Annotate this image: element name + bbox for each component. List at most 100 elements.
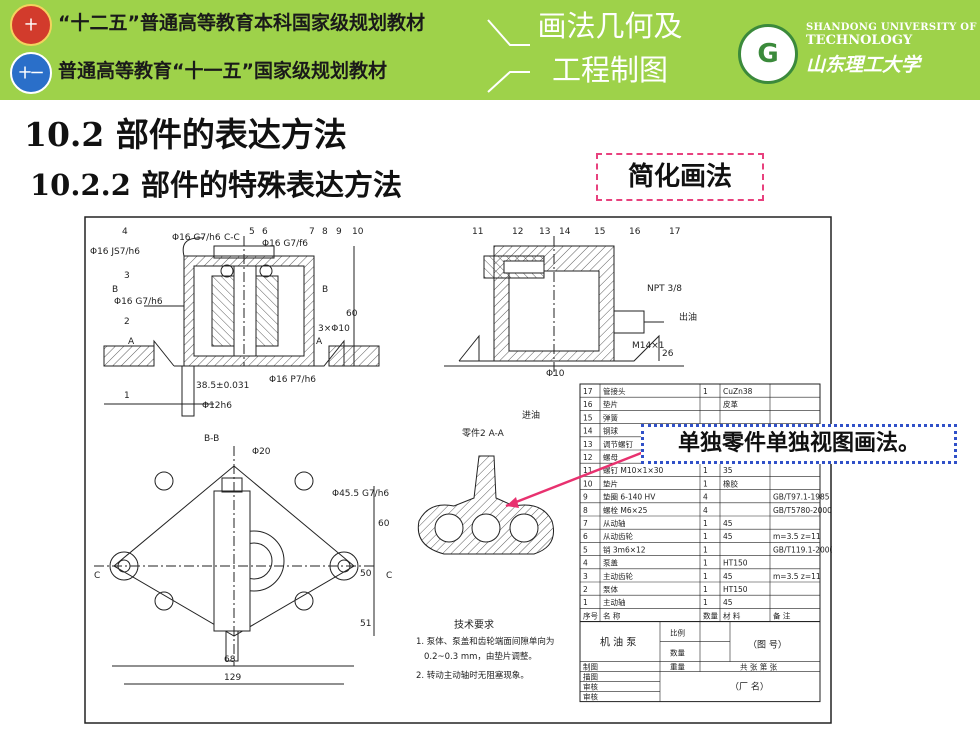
- bom-cell-mat: 45: [723, 572, 733, 581]
- svg-text:13: 13: [539, 227, 550, 237]
- svg-text:50: 50: [360, 569, 372, 579]
- title-block-drawn: 制图: [583, 662, 598, 672]
- bom-cell-note: GB/T5780-2000: [773, 506, 832, 515]
- svg-text:12: 12: [512, 227, 523, 237]
- svg-text:1. 泵体、泵盖和齿轮端面间隙单向为: 1. 泵体、泵盖和齿轮端面间隙单向为: [416, 636, 554, 647]
- bom-cell-qty: 1: [703, 559, 708, 568]
- svg-text:C: C: [94, 571, 100, 581]
- title-block-describe: 描图: [583, 672, 598, 682]
- bom-cell-no: 16: [583, 400, 593, 409]
- bom-cell-qty: 4: [703, 493, 708, 502]
- bom-cell-no: 6: [583, 532, 588, 541]
- view-bb: [94, 446, 375, 685]
- title-block-factory: （厂 名）: [730, 681, 769, 693]
- svg-text:Φ20: Φ20: [252, 447, 271, 457]
- bom-cell-qty: 1: [703, 387, 708, 396]
- svg-text:Φ12h6: Φ12h6: [202, 401, 232, 411]
- bom-cell-no: 9: [583, 493, 588, 502]
- svg-text:16: 16: [629, 227, 641, 237]
- bom-cell-name: 调节螺钉: [603, 439, 633, 449]
- svg-text:38.5±0.031: 38.5±0.031: [196, 381, 249, 391]
- svg-text:14: 14: [559, 227, 571, 237]
- university-name: SHANDONG UNIVERSITY OF TECHNOLOGY 山东理工大学: [806, 22, 977, 77]
- bom-cell-no: 10: [583, 479, 593, 488]
- title-block-count: 数量: [670, 648, 685, 658]
- page-subtitle: 10.2.2 部件的特殊表达方法: [30, 168, 403, 202]
- book-title-line-2: 工程制图: [551, 53, 668, 87]
- bom-cell-mat: 橡胶: [723, 478, 738, 488]
- bom-cell-name: 垫片: [603, 478, 618, 488]
- bom-cell-mat: 35: [723, 466, 733, 475]
- technical-requirements: 技术要求 1. 泵体、泵盖和齿轮端面间隙单向为 0.2~0.3 mm，由垫片调整…: [416, 618, 554, 681]
- bom-cell-qty: 1: [703, 598, 708, 607]
- bom-cell-name: 钢球: [603, 426, 618, 436]
- svg-text:Φ16 P7/h6: Φ16 P7/h6: [269, 375, 316, 385]
- view-bb-labels: B-B Φ20 Φ45.5 G7/h6 C C 60 50 51 68 129: [94, 434, 392, 683]
- svg-text:60: 60: [378, 519, 390, 529]
- svg-text:3×Φ10: 3×Φ10: [318, 324, 350, 334]
- bom-cell-note: m=3.5 z=11: [773, 572, 821, 581]
- bom-cell-name: 螺母: [603, 452, 618, 462]
- bom-cell-note: m=3.5 z=11: [773, 532, 821, 541]
- front-view-labels: 4 Φ16 G7/h6 C-C 5 6 Φ16 G7/f6 7 8 9 10 Φ…: [90, 227, 364, 411]
- svg-text:技术要求: 技术要求: [454, 618, 494, 631]
- simplified-method-label: 简化画法: [596, 153, 764, 201]
- bom-cell-name: 垫片: [603, 399, 618, 409]
- bom-cell-name: 弹簧: [603, 412, 618, 422]
- svg-text:NPT 3/8: NPT 3/8: [647, 284, 682, 294]
- svg-text:8: 8: [322, 227, 328, 237]
- svg-text:3: 3: [124, 271, 130, 281]
- book-title: 画法几何及 工程制图: [520, 4, 700, 92]
- bom-cell-mat: 材 料: [723, 610, 741, 620]
- header-divider: [487, 19, 530, 93]
- svg-text:A: A: [128, 337, 135, 347]
- bom-cell-name: 从动齿轮: [603, 531, 633, 541]
- title-block-drawing_no: （图 号）: [748, 640, 787, 651]
- svg-text:Φ45.5 G7/h6: Φ45.5 G7/h6: [332, 489, 389, 499]
- title-block-review: 审核: [583, 692, 598, 702]
- svg-text:0.2~0.3 mm，由垫片调整。: 0.2~0.3 mm，由垫片调整。: [424, 651, 537, 662]
- svg-text:1: 1: [124, 391, 130, 401]
- bom-cell-name: 泵盖: [603, 558, 618, 568]
- bom-cell-qty: 1: [703, 545, 708, 554]
- bom-cell-no: 3: [583, 572, 588, 581]
- university-name-en-2: TECHNOLOGY: [806, 33, 913, 48]
- title-block-weight: 重量: [670, 663, 685, 672]
- bom-cell-mat: 45: [723, 532, 733, 541]
- header-line-2: 普通高等教育“十一五”国家级规划教材: [58, 60, 387, 82]
- annotation-arrowhead-icon: [506, 497, 519, 508]
- textbook-badge-icon: 十: [10, 4, 52, 46]
- bom-cell-qty: 4: [703, 506, 708, 515]
- title-block-name: 机 油 泵: [600, 636, 636, 649]
- svg-text:进油: 进油: [522, 409, 540, 421]
- svg-text:C: C: [386, 571, 392, 581]
- svg-text:10: 10: [352, 227, 364, 237]
- svg-text:2: 2: [124, 317, 130, 327]
- bom-cell-name: 主动轴: [603, 597, 626, 607]
- svg-text:M14×1: M14×1: [632, 341, 664, 351]
- annotation-callout: 单独零件单独视图画法。: [641, 424, 957, 464]
- bom-cell-no: 2: [583, 585, 588, 594]
- bom-cell-note: GB/T119.1-2000: [773, 545, 832, 554]
- title-block-scale: 比例: [670, 628, 685, 638]
- side-section-view: [444, 236, 684, 376]
- part-view-label: 零件2 A-A: [462, 427, 505, 439]
- bom-cell-name: 泵体: [603, 584, 618, 594]
- bom-cell-mat: HT150: [723, 559, 748, 568]
- university-name-cn: 山东理工大学: [806, 54, 921, 76]
- svg-text:出油: 出油: [679, 311, 697, 323]
- bom-cell-qty: 数量: [703, 610, 718, 620]
- title-block-sheets: 共 张 第 张: [740, 662, 778, 672]
- header-line-1: “十二五”普通高等教育本科国家级规划教材: [58, 12, 425, 34]
- bom-cell-no: 7: [583, 519, 588, 528]
- bom-cell-note: GB/T97.1-1985: [773, 493, 830, 502]
- svg-text:7: 7: [309, 227, 315, 237]
- svg-text:26: 26: [662, 349, 674, 359]
- svg-text:60: 60: [346, 309, 358, 319]
- bom-cell-note: 备 注: [773, 610, 791, 620]
- bom-cell-no: 1: [583, 598, 588, 607]
- book-title-line-1: 画法几何及: [537, 9, 683, 43]
- svg-text:Φ16 G7/f6: Φ16 G7/f6: [262, 239, 308, 249]
- side-view-labels: 11 12 13 14 15 16 17 NPT 3/8 出油 M14×1 26…: [472, 227, 697, 421]
